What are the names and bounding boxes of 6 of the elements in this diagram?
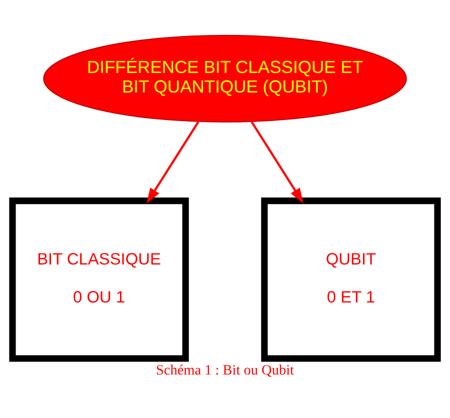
node-box: QUBIT 0 ET 1 (261, 198, 441, 362)
caption: Schéma 1 : Bit ou Qubit (156, 362, 294, 378)
node-box: BIT CLASSIQUE 0 OU 1 (9, 198, 189, 362)
node-ellipse: DIFFÉRENCE BIT CLASSIQUE ET BIT QUANTIQUE (QUBIT) (43, 34, 407, 122)
arrow (250, 121, 304, 204)
arrow (146, 121, 200, 204)
